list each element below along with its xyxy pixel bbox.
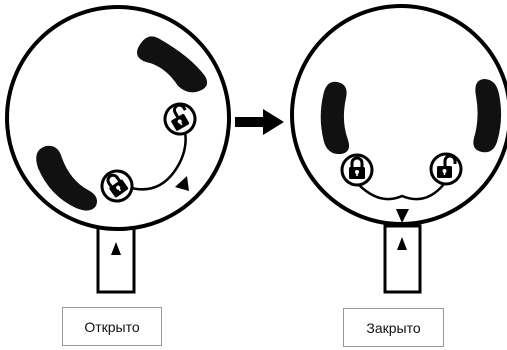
left-key-slot xyxy=(96,226,136,294)
right-connector-arc xyxy=(357,183,445,201)
right-grip-left xyxy=(320,81,350,155)
right-knob xyxy=(290,4,507,294)
arrow-right-icon xyxy=(235,109,284,135)
triangle-marker-icon xyxy=(175,176,189,191)
left-knob xyxy=(5,5,231,294)
left-grip-bottom xyxy=(36,145,97,211)
triangle-marker-icon xyxy=(396,209,409,223)
left-grip-top xyxy=(137,36,208,93)
caption-open: Открыто xyxy=(62,307,162,346)
key-slot-marker-icon xyxy=(111,242,121,255)
padlock-open-icon xyxy=(429,152,463,186)
padlock-closed-icon xyxy=(340,153,374,187)
caption-closed: Закрыто xyxy=(343,308,444,347)
right-key-slot xyxy=(383,224,422,294)
right-grip-right xyxy=(473,79,502,153)
left-connector-arc xyxy=(121,125,187,191)
key-slot-marker-icon xyxy=(397,237,407,250)
